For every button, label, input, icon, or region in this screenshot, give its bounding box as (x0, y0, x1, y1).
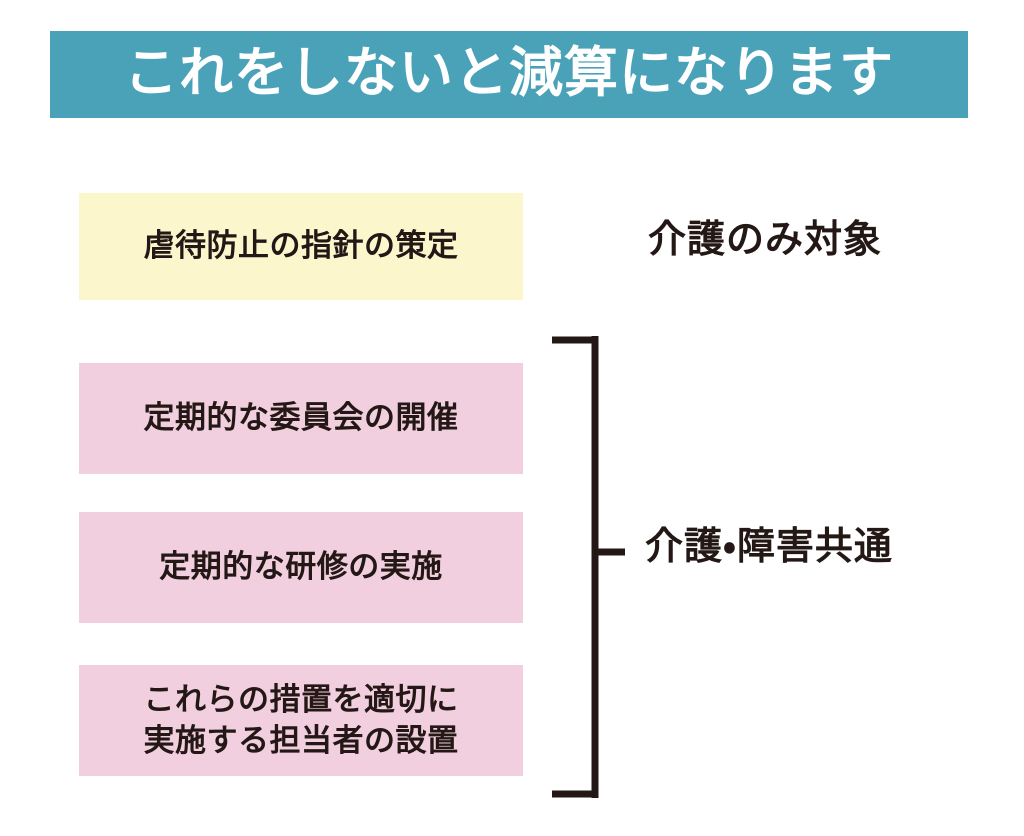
measure-box-label: 虐待防止の指針の策定 (143, 228, 459, 264)
measure-box-periodic-committee: 定期的な委員会の開催 (79, 363, 523, 474)
measure-box-label: 定期的な研修の実施 (159, 549, 443, 585)
category-label-care-only: 介護のみ対象 (648, 219, 883, 261)
grouping-bracket-shape (552, 336, 625, 798)
grouping-bracket-icon (548, 328, 634, 806)
header-banner: これをしないと減算になります (50, 31, 968, 118)
category-label-care-and-disability-common: 介護・障害共通 (645, 526, 893, 568)
measure-box-responsible-person: これらの措置を適切に 実施する担当者の設置 (79, 665, 523, 776)
header-title: これをしないと減算になります (124, 42, 894, 103)
measure-box-abuse-prevention-policy: 虐待防止の指針の策定 (79, 193, 523, 300)
measure-box-periodic-training: 定期的な研修の実施 (79, 512, 523, 623)
measure-box-label: 定期的な委員会の開催 (143, 400, 459, 436)
measure-box-label: これらの措置を適切に 実施する担当者の設置 (143, 682, 459, 758)
